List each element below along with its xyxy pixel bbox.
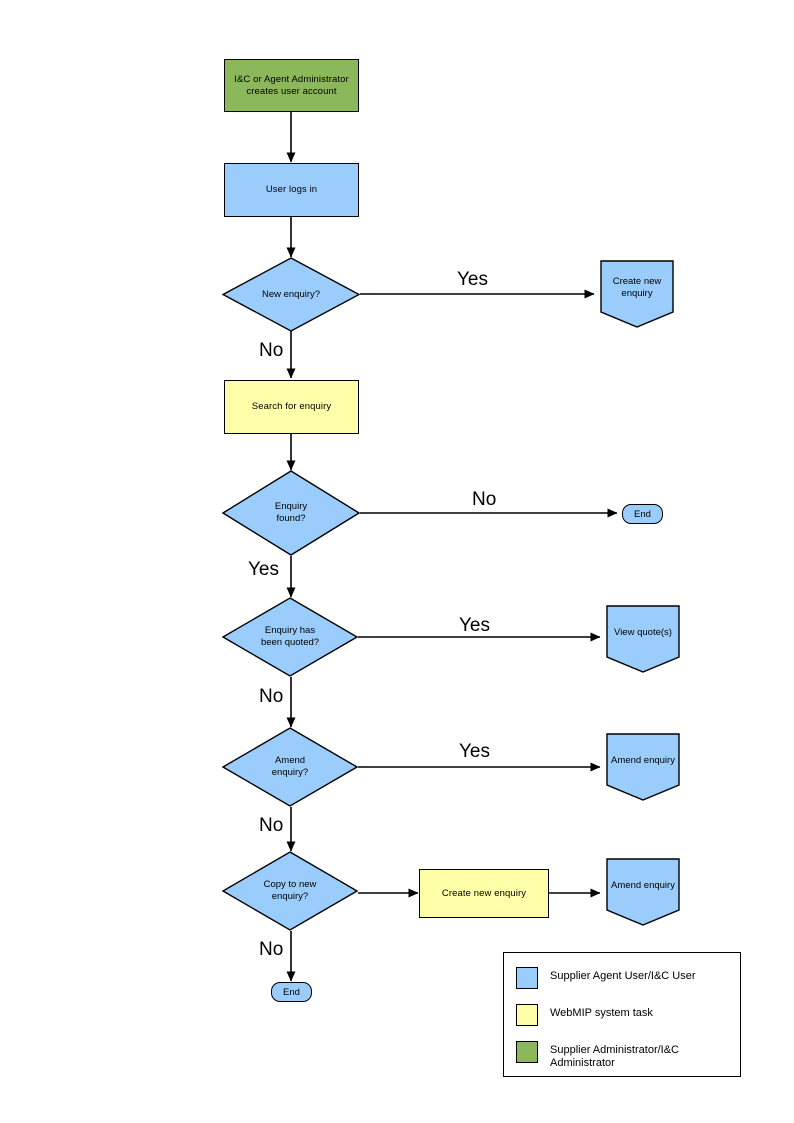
decision-copy-to-new-line1: Copy to new <box>263 879 317 890</box>
decision-copy-to-new-enquiry[interactable]: Copy to new enquiry? <box>222 851 358 931</box>
node-admin-creates-account-line2: creates user account <box>246 85 337 97</box>
node-view-quotes[interactable]: View quote(s) <box>606 605 680 673</box>
legend-item-webmip-system-task: WebMIP system task <box>516 1004 653 1026</box>
node-admin-creates-account[interactable]: I&C or Agent Administrator creates user … <box>224 59 359 112</box>
decision-enquiry-found[interactable]: Enquiry found? <box>222 470 360 556</box>
decision-enquiry-quoted-line1: Enquiry has <box>264 625 316 636</box>
node-create-new-enquiry-top-line1: Create new <box>612 276 662 287</box>
decision-enquiry-found-line1: Enquiry <box>274 501 308 512</box>
legend-item-supplier-administrator: Supplier Administrator/I&C Administrator <box>516 1041 679 1070</box>
legend: Supplier Agent User/I&C User WebMIP syst… <box>503 952 741 1077</box>
legend-swatch-green-icon <box>516 1041 538 1063</box>
decision-new-enquiry[interactable]: New enquiry? <box>222 257 360 332</box>
node-admin-creates-account-line1: I&C or Agent Administrator <box>234 73 349 85</box>
edge-label-amend-yes: Yes <box>459 741 490 762</box>
node-amend-enquiry-mid-label: Amend enquiry <box>611 755 675 766</box>
decision-amend-enquiry[interactable]: Amend enquiry? <box>222 727 358 807</box>
decision-amend-enquiry-line2: enquiry? <box>271 767 309 778</box>
node-create-new-enquiry-bottom[interactable]: Create new enquiry <box>419 869 549 918</box>
node-amend-enquiry-bottom[interactable]: Amend enquiry <box>606 858 680 926</box>
legend-label-supplier-administrator: Supplier Administrator/I&C Administrator <box>550 1041 679 1070</box>
node-view-quotes-label: View quote(s) <box>614 627 672 638</box>
decision-enquiry-quoted-line2: been quoted? <box>260 637 320 648</box>
edge-label-new-enquiry-no: No <box>259 340 284 361</box>
node-user-logs-in[interactable]: User logs in <box>224 163 359 217</box>
node-create-new-enquiry-bottom-label: Create new enquiry <box>441 887 527 899</box>
node-search-for-enquiry-label: Search for enquiry <box>251 401 332 412</box>
edge-label-enquiry-found-yes: Yes <box>248 559 279 580</box>
edge-label-quoted-no: No <box>259 686 284 707</box>
legend-label-webmip-system-task: WebMIP system task <box>550 1007 653 1019</box>
legend-label-supplier-administrator-line2: Administrator <box>550 1057 615 1069</box>
edge-label-new-enquiry-yes: Yes <box>457 269 488 290</box>
decision-enquiry-found-line2: found? <box>276 513 306 524</box>
legend-item-supplier-agent-user: Supplier Agent User/I&C User <box>516 967 696 989</box>
edge-label-amend-no: No <box>259 815 284 836</box>
decision-amend-enquiry-line1: Amend <box>274 755 306 766</box>
decision-enquiry-quoted[interactable]: Enquiry has been quoted? <box>222 597 358 677</box>
legend-label-supplier-administrator-line1: Supplier Administrator/I&C <box>550 1044 679 1056</box>
node-search-for-enquiry[interactable]: Search for enquiry <box>224 380 359 434</box>
node-create-new-enquiry-top-line2: enquiry <box>621 288 653 299</box>
edge-label-quoted-yes: Yes <box>459 615 490 636</box>
node-amend-enquiry-mid[interactable]: Amend enquiry <box>606 733 680 801</box>
edge-label-copy-no: No <box>259 939 284 960</box>
terminator-end-top-label: End <box>634 508 651 520</box>
decision-new-enquiry-label: New enquiry? <box>261 288 321 300</box>
decision-copy-to-new-line2: enquiry? <box>271 891 309 902</box>
node-create-new-enquiry-top[interactable]: Create new enquiry <box>600 260 674 328</box>
terminator-end-bottom[interactable]: End <box>271 982 312 1002</box>
legend-swatch-blue-icon <box>516 967 538 989</box>
legend-swatch-yellow-icon <box>516 1004 538 1026</box>
terminator-end-top[interactable]: End <box>622 504 663 524</box>
node-user-logs-in-label: User logs in <box>265 184 318 195</box>
terminator-end-bottom-label: End <box>283 986 300 998</box>
node-amend-enquiry-bottom-label: Amend enquiry <box>611 880 675 891</box>
edge-label-enquiry-found-no: No <box>472 489 497 510</box>
legend-label-supplier-agent-user: Supplier Agent User/I&C User <box>550 970 696 982</box>
